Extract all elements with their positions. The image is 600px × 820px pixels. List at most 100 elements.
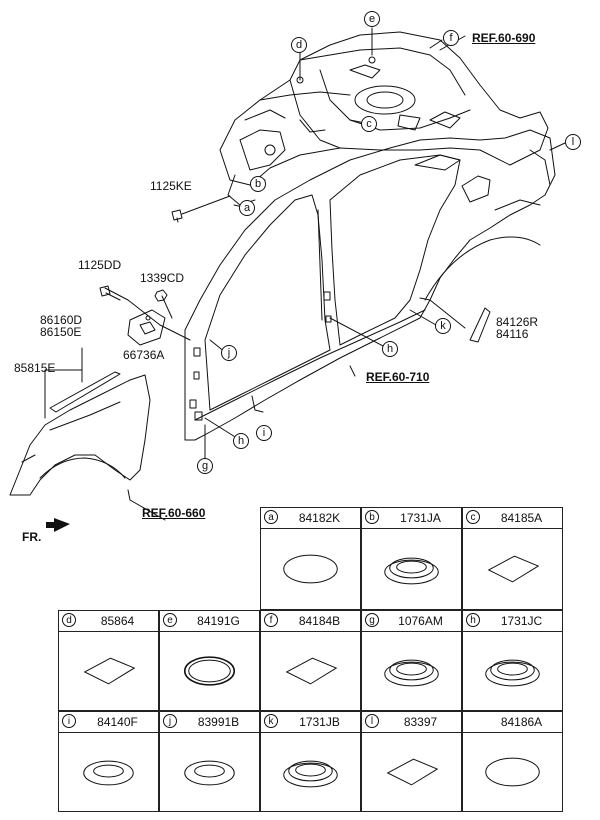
part-label-1125ke: 1125KE — [150, 179, 192, 193]
parts-table-cell-header: k 1731JB — [261, 712, 360, 733]
parts-table-part-number: 84182K — [298, 511, 341, 525]
part-label-85815e: 85815E — [14, 361, 56, 375]
callout-a: a — [239, 200, 255, 216]
part-label-66736a: 66736A — [123, 348, 165, 362]
parts-table-letter-callout: f — [264, 613, 278, 627]
part-label-1339cd: 1339CD — [140, 271, 185, 285]
diamond-pad-icon — [261, 631, 360, 710]
parts-table-part-number: 84185A — [500, 511, 543, 525]
callout-e: e — [364, 11, 380, 27]
parts-table-part-number: 85864 — [100, 614, 135, 628]
callout-c: c — [361, 116, 377, 132]
parts-table-letter-callout: k — [264, 714, 278, 728]
front-arrow-icon — [46, 518, 70, 532]
diamond-pad-icon — [59, 631, 158, 710]
ref-60-710-label: REF.60-710 — [366, 370, 430, 384]
ring-plug-icon — [160, 631, 259, 710]
parts-table-letter-callout: g — [365, 613, 379, 627]
parts-table-cell-header: a 84182K — [261, 508, 360, 529]
callout-f: f — [443, 30, 459, 46]
parts-table-letter-callout: c — [466, 510, 480, 524]
parts-table-part-number: 1731JB — [299, 715, 340, 729]
oval-plug-icon — [463, 732, 562, 811]
parts-table-cell-header: i 84140F — [59, 712, 158, 733]
parts-table-cell-header: c 84185A — [463, 508, 562, 529]
front-fender — [9, 374, 151, 496]
parts-table-cell: i 84140F — [58, 711, 159, 812]
parts-table-cell-header: j 83991B — [160, 712, 259, 733]
parts-table-part-number: 84184B — [298, 614, 341, 628]
bolt-1125ke-part — [171, 209, 183, 223]
front-direction-label: FR. — [22, 530, 42, 544]
parts-table-cell: a 84182K — [260, 507, 361, 610]
parts-table-part-number: 1076AM — [398, 614, 443, 628]
diamond-pad-icon — [362, 732, 461, 811]
parts-table-cell: b 1731JA — [361, 507, 462, 610]
part-label-86160d: 86160D — [40, 313, 83, 327]
parts-table-cell-header: g 1076AM — [362, 611, 461, 632]
rear-floor-panel — [219, 31, 549, 206]
parts-table-letter-callout: e — [163, 613, 177, 627]
callout-d: d — [291, 37, 307, 53]
part-label-84116: 84116 — [496, 327, 529, 341]
callout-g: g — [197, 458, 213, 474]
callout-i: i — [256, 425, 272, 441]
parts-table-letter-callout: i — [62, 714, 76, 728]
part-label-1125dd: 1125DD — [78, 258, 122, 272]
parts-table-cell: j 83991B — [159, 711, 260, 812]
callout-b: b — [250, 176, 266, 192]
parts-table-part-number: 1731JC — [500, 614, 543, 628]
parts-table-letter-callout: b — [365, 510, 379, 524]
callout-k: k — [435, 318, 451, 334]
oval-plug-icon — [261, 528, 360, 609]
ref-60-690-label: REF.60-690 — [472, 31, 536, 45]
parts-table-cell: l 83397 — [361, 711, 462, 812]
callout-l: l — [565, 134, 581, 150]
parts-table-letter-callout: h — [466, 613, 480, 627]
ref-60-660-label: REF.60-660 — [142, 506, 206, 520]
callout-j: j — [221, 345, 237, 361]
parts-table-letter-callout: a — [264, 510, 278, 524]
grommet-icon — [463, 631, 562, 710]
callout-h-pillar: h — [233, 433, 249, 449]
parts-table-part-number: 84140F — [97, 715, 138, 729]
parts-table-letter-callout: d — [62, 613, 76, 627]
parts-table-part-number: 83991B — [197, 715, 240, 729]
part-label-86150e: 86150E — [40, 325, 82, 339]
parts-table-part-number: 83397 — [403, 715, 438, 729]
flat-plug-icon — [59, 732, 158, 811]
parts-table-cell: h 1731JC — [462, 610, 563, 711]
parts-table-cell-header: b 1731JA — [362, 508, 461, 529]
parts-table-cell: c 84185A — [462, 507, 563, 610]
grommet-icon — [362, 528, 461, 609]
parts-table-cell: g 1076AM — [361, 610, 462, 711]
parts-table-cell: d 85864 — [58, 610, 159, 711]
grommet-icon — [362, 631, 461, 710]
trim-piece-part — [469, 307, 491, 343]
parts-table-part-number: 84191G — [197, 614, 240, 628]
parts-table-letter-callout: l — [365, 714, 379, 728]
callout-h-rocker: h — [382, 341, 398, 357]
parts-table-cell-header: 84186A — [463, 712, 562, 733]
parts-table-cell: f 84184B — [260, 610, 361, 711]
diamond-pad-icon — [463, 528, 562, 609]
flat-plug-icon — [160, 732, 259, 811]
parts-table-cell: k 1731JB — [260, 711, 361, 812]
parts-table-cell-header: e 84191G — [160, 611, 259, 632]
parts-table-cell-header: d 85864 — [59, 611, 158, 632]
parts-table-part-number: 1731JA — [400, 511, 441, 525]
bolt-1125dd-part — [99, 285, 121, 301]
parts-table-cell-header: f 84184B — [261, 611, 360, 632]
fender-strip-part — [49, 371, 121, 413]
grommet-icon — [261, 732, 360, 811]
part-label-84126r: 84126R — [496, 315, 539, 329]
parts-table-cell: 84186A — [462, 711, 563, 812]
parts-table-cell: e 84191G — [159, 610, 260, 711]
parts-table-part-number: 84186A — [500, 715, 543, 729]
parts-table-letter-callout: j — [163, 714, 177, 728]
parts-table-cell-header: l 83397 — [362, 712, 461, 733]
parts-table-cell-header: h 1731JC — [463, 611, 562, 632]
